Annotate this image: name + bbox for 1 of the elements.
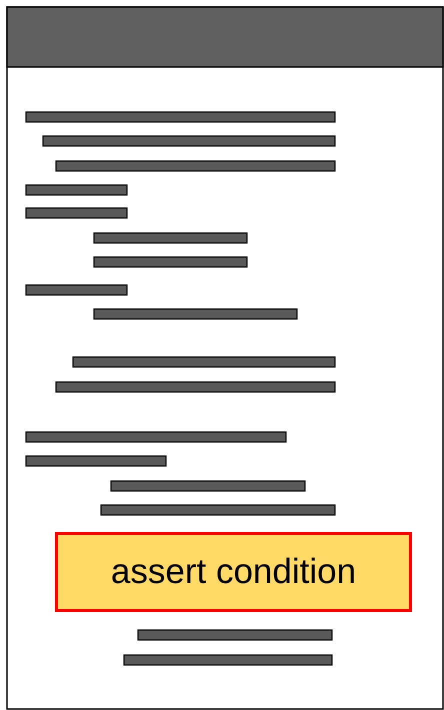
highlight-box: assert condition xyxy=(55,532,412,612)
